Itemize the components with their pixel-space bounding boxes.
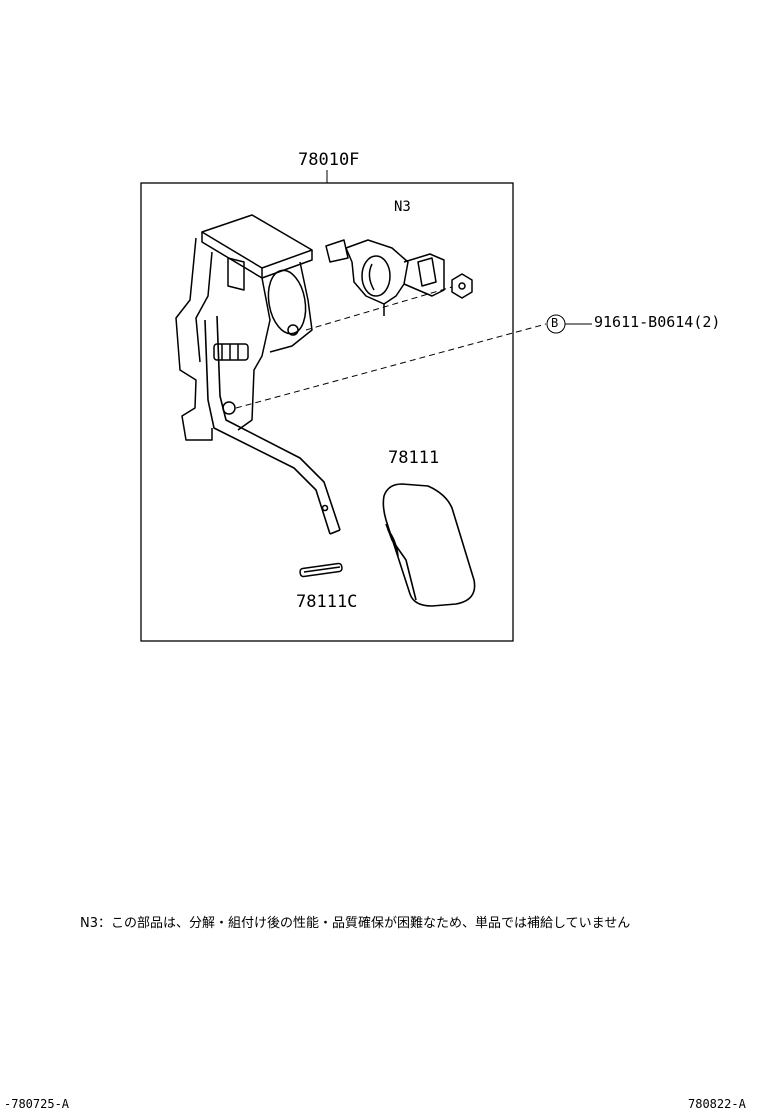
footer-left-code: -780725-A xyxy=(4,1097,70,1111)
pedal-bracket xyxy=(175,214,313,441)
pedal-arm xyxy=(204,315,341,535)
callout-b-letter: B xyxy=(551,316,559,330)
sensor-label: N3 xyxy=(394,199,411,215)
clip-label: 78111C xyxy=(296,592,358,612)
assembly-label: 78010F xyxy=(298,150,360,170)
supply-note: N3：この部品は、分解・組付け後の性能・品質確保が困難なため、単品では補給してい… xyxy=(80,916,631,931)
pad-label: 78111 xyxy=(388,448,440,468)
bolt-leader-upper xyxy=(305,286,453,331)
pad-clip xyxy=(299,562,343,578)
bolt-label: 91611-B0614(2) xyxy=(594,313,721,331)
bolt-leader-lower xyxy=(235,323,547,409)
position-sensor xyxy=(325,239,473,316)
footer-right-code: 780822-A xyxy=(688,1097,746,1111)
pedal-pad xyxy=(382,483,476,607)
